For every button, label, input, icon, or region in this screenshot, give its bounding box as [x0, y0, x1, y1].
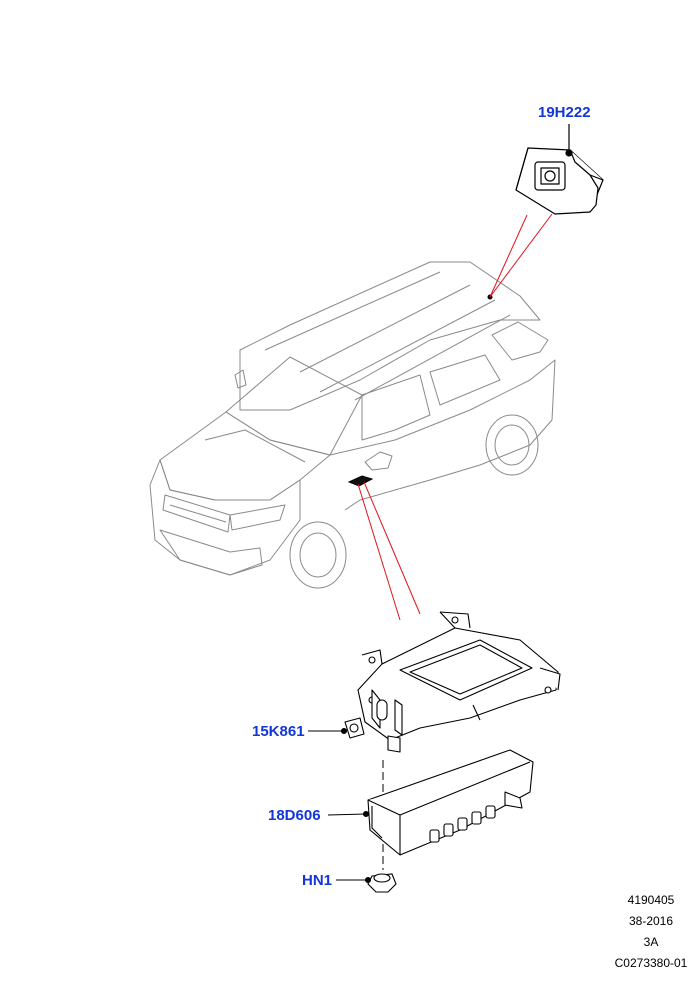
leader-lines	[357, 213, 553, 621]
reference-date: 38-2016	[628, 914, 674, 928]
reference-code: C0273380-01	[614, 956, 688, 970]
reference-revision: 3A	[643, 935, 659, 949]
camera-19h222-drawing	[515, 124, 604, 215]
nut-hn1-drawing	[364, 873, 397, 893]
callout-18d606[interactable]: 18D606	[268, 807, 321, 824]
module-location-marker	[347, 475, 374, 487]
illustration-reference-block: 4190405 38-2016 3A C0273380-01	[606, 890, 696, 974]
callout-hn1[interactable]: HN1	[302, 872, 333, 889]
callout-15k861[interactable]: 15K861	[252, 723, 305, 740]
module-18d606-drawing	[362, 749, 534, 856]
vehicle-outline	[149, 261, 556, 589]
reference-number: 4190405	[627, 893, 675, 907]
connector-row	[429, 805, 496, 843]
callout-19h222[interactable]: 19H222	[538, 104, 591, 121]
callout-leader-lines	[308, 730, 368, 881]
bracket-15k861-drawing	[340, 611, 561, 753]
